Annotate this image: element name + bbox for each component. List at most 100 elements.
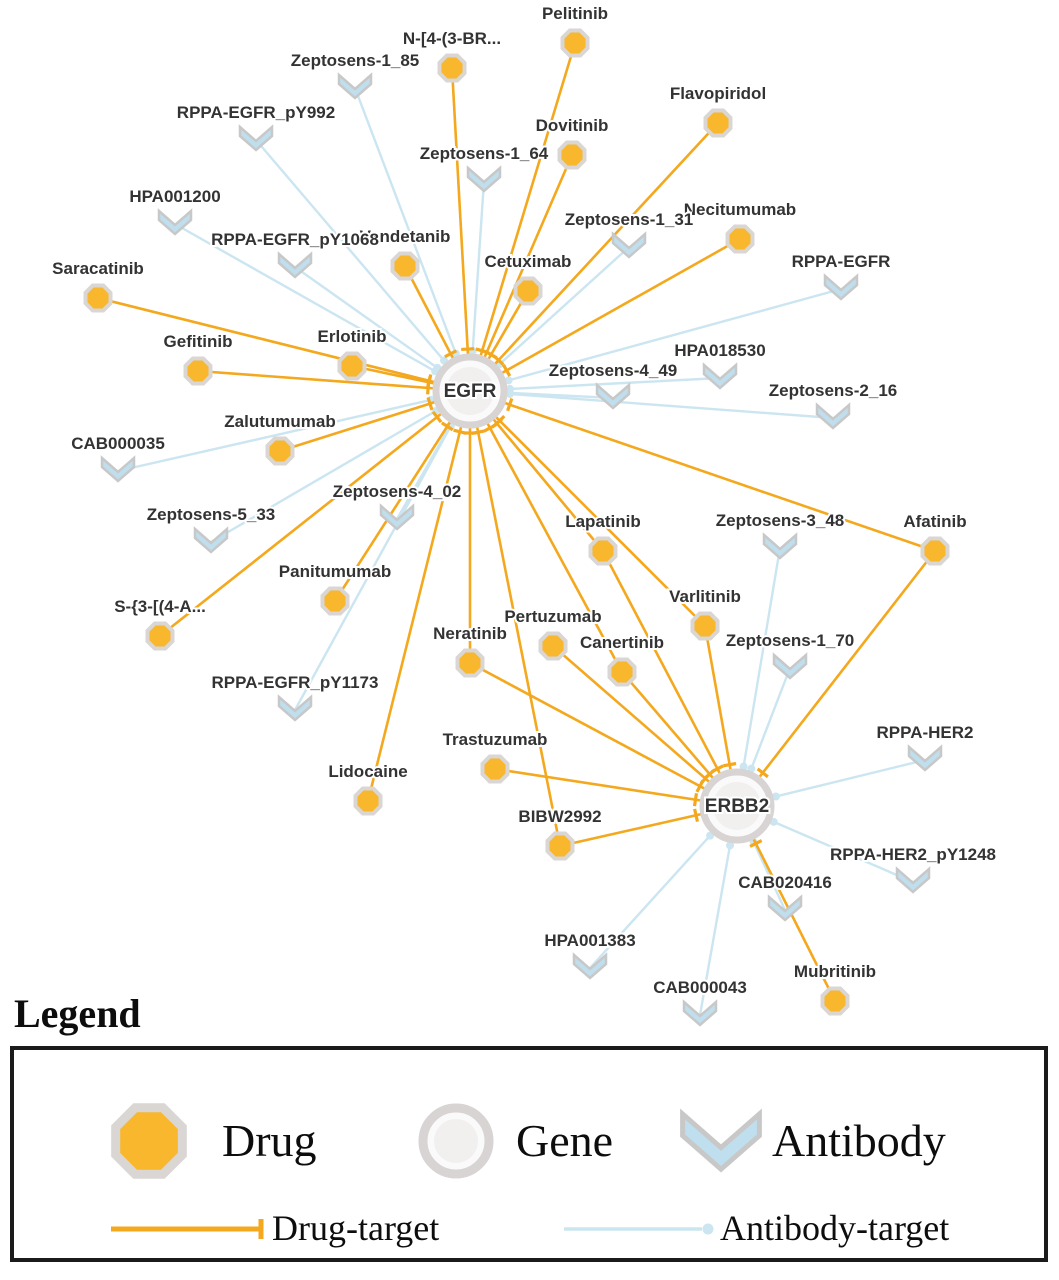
antibody-target-edge-rppa-egfr-egfr <box>469 287 842 393</box>
gene-node-egfr <box>432 353 508 429</box>
drug-edge-tee <box>692 792 699 807</box>
drug-octagon <box>455 648 485 678</box>
antibody-node-rppa-egfr-py1173 <box>277 694 313 722</box>
drug-target-edge-saracatinib-egfr <box>97 296 471 393</box>
drug-octagon-icon <box>111 1103 187 1179</box>
drug-label-neratinib: Neratinib <box>433 624 507 643</box>
drug-edge-tee <box>493 414 506 427</box>
gene-circle-inner <box>434 1119 478 1163</box>
antibody-label-hpa001383: HPA001383 <box>544 931 635 950</box>
antibody-node-rppa-her2-py1248 <box>895 866 931 894</box>
antibody-edge-dot <box>505 389 514 398</box>
antibody-node-hpa001200 <box>157 208 193 236</box>
antibody-target-dot <box>702 1223 714 1235</box>
drug-label-pertuzumab: Pertuzumab <box>504 607 601 626</box>
drug-node-saracatinib <box>83 283 113 313</box>
drug-target-edge-afatinib-erbb2 <box>735 550 937 807</box>
drug-edge-tee <box>461 347 475 352</box>
drug-node-gefitinib <box>183 356 213 386</box>
antibody-node-hpa018530 <box>702 362 738 390</box>
drug-octagon <box>390 251 420 281</box>
antibody-chevron <box>466 165 502 193</box>
drug-edge-tee <box>440 421 454 432</box>
antibody-label-rppa-her2-py1248: RPPA-HER2_pY1248 <box>830 845 996 864</box>
drug-edge-tee <box>722 761 737 768</box>
drug-label-dovitinib: Dovitinib <box>536 116 609 135</box>
antibody-node-cab020416 <box>767 894 803 922</box>
antibody-label-rppa-egfr-py1173: RPPA-EGFR_pY1173 <box>212 673 379 692</box>
antibody-chevron <box>895 866 931 894</box>
antibody-chevron <box>611 231 647 259</box>
gene-circle-icon <box>418 1103 494 1179</box>
drug-octagon <box>480 754 510 784</box>
antibody-edge-dot <box>504 376 513 385</box>
antibody-node-rppa-egfr <box>823 273 859 301</box>
antibody-label-zeptosens-1-64: Zeptosens-1_64 <box>420 144 549 163</box>
drug-label-vandetanib: Vandetanib <box>360 227 451 246</box>
drug-octagon <box>145 621 175 651</box>
drug-node-lapatinib <box>588 536 618 566</box>
drug-label-pelitinib: Pelitinib <box>542 4 608 23</box>
antibody-node-zeptosens-1-31 <box>611 231 647 259</box>
drug-label-varlitinib: Varlitinib <box>669 587 741 606</box>
antibody-chevron <box>772 652 808 680</box>
legend-box: Drug Gene Antibody Drug-target Antibody-… <box>10 1046 1048 1262</box>
drug-node-panitumumab <box>320 586 350 616</box>
drug-label-saracatinib: Saracatinib <box>52 259 144 278</box>
drug-target-edge-flavopiridol-egfr <box>469 122 719 392</box>
drug-node-n-4-3-br <box>437 53 467 83</box>
drug-node-flavopiridol <box>703 108 733 138</box>
antibody-node-cab000043 <box>682 999 718 1027</box>
drug-label-lapatinib: Lapatinib <box>565 512 641 531</box>
drug-octagon <box>820 986 850 1016</box>
antibody-node-zeptosens-1-85 <box>337 72 373 100</box>
antibody-label-zeptosens-1-70: Zeptosens-1_70 <box>726 631 855 650</box>
drug-label-cetuximab: Cetuximab <box>485 252 572 271</box>
antibody-node-zeptosens-2-16 <box>815 402 851 430</box>
drug-edge-tee <box>483 423 497 433</box>
drug-node-afatinib <box>920 536 950 566</box>
antibody-node-rppa-her2 <box>907 744 943 772</box>
antibody-edge-dot <box>739 762 748 771</box>
drug-target-edge-bibw2992-egfr <box>468 390 562 847</box>
antibody-label-zeptosens-1-31: Zeptosens-1_31 <box>565 210 694 229</box>
gene-inner <box>713 782 761 830</box>
drug-edge-tee <box>749 839 763 848</box>
antibody-chevron <box>823 273 859 301</box>
antibody-chevron <box>702 362 738 390</box>
drug-octagon <box>545 831 575 861</box>
antibody-label-rppa-egfr: RPPA-EGFR <box>792 252 891 271</box>
drug-target-line-icon <box>111 1219 264 1239</box>
drug-label-necitumumab: Necitumumab <box>684 200 796 219</box>
antibody-target-edge-zeptosens-2-16-egfr <box>469 389 834 420</box>
antibody-label-cab000035: CAB000035 <box>71 434 165 453</box>
drug-octagon <box>183 356 213 386</box>
drug-edge-tee <box>431 410 443 424</box>
drug-octagon <box>513 276 543 306</box>
drug-node-bibw2992 <box>545 831 575 861</box>
antibody-label-zeptosens-5-33: Zeptosens-5_33 <box>147 505 276 524</box>
antibody-node-hpa001383 <box>572 952 608 980</box>
drug-target-edge-lapatinib-erbb2 <box>601 550 739 807</box>
antibody-label-rppa-egfr-py992: RPPA-EGFR_pY992 <box>177 103 335 122</box>
drug-octagon <box>83 283 113 313</box>
drug-octagon <box>703 108 733 138</box>
drug-edge-tee <box>506 397 514 412</box>
label-layer: PelitinibN-[4-(3-BR...DovitinibFlavopiri… <box>50 2 998 999</box>
drug-label-afatinib: Afatinib <box>903 512 966 531</box>
antibody-chevron <box>767 894 803 922</box>
drug-label-panitumumab: Panitumumab <box>279 562 391 581</box>
drug-octagon <box>560 28 590 58</box>
drug-edge-tee <box>484 350 498 360</box>
antibody-chevron <box>337 72 373 100</box>
drug-label-canertinib: Canertinib <box>580 633 664 652</box>
drug-octagon <box>920 536 950 566</box>
drug-node-vandetanib <box>390 251 420 281</box>
antibody-node-zeptosens-5-33 <box>193 526 229 554</box>
drug-octagon <box>538 631 568 661</box>
drug-node-cetuximab <box>513 276 543 306</box>
drug-node-lidocaine <box>353 786 383 816</box>
drug-node-pelitinib <box>560 28 590 58</box>
